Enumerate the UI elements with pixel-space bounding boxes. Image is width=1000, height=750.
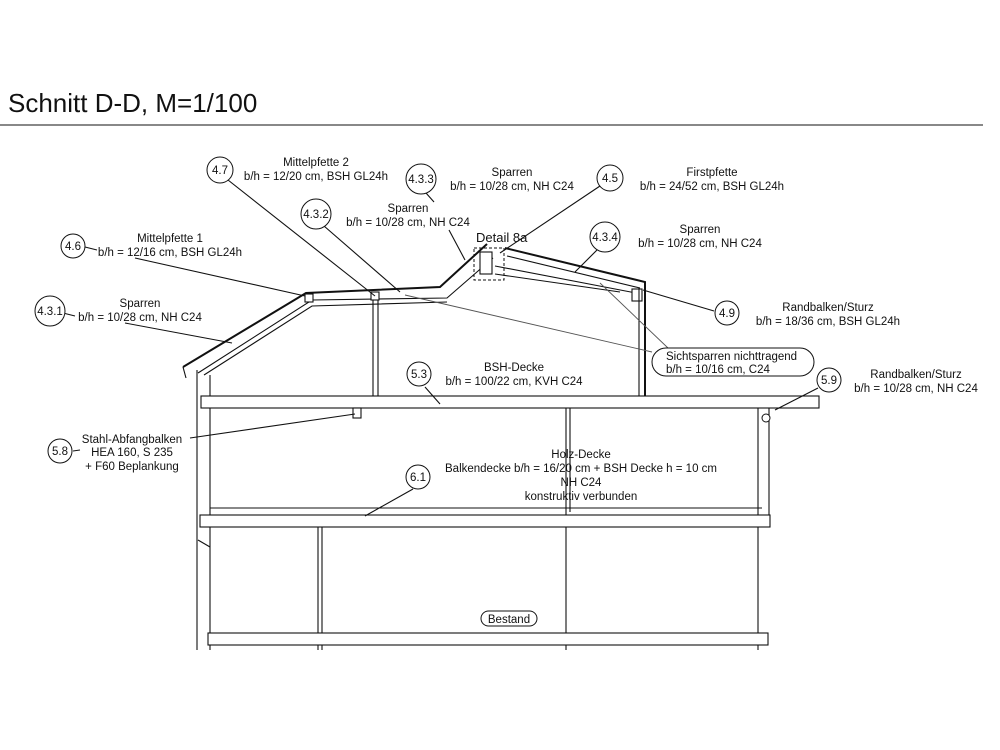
label-detail-8a: Detail 8a bbox=[476, 230, 528, 245]
label-sparren-432: Sparren b/h = 10/28 cm, NH C24 bbox=[346, 203, 470, 229]
svg-text:4.9: 4.9 bbox=[719, 308, 735, 320]
label-sparren-431: Sparren b/h = 10/28 cm, NH C24 bbox=[78, 298, 202, 324]
svg-text:Randbalken/Sturz: Randbalken/Sturz bbox=[782, 302, 874, 314]
drawing-title: Schnitt D-D, M=1/100 bbox=[8, 88, 257, 118]
svg-text:Firstpfette: Firstpfette bbox=[686, 167, 737, 179]
svg-text:b/h = 10/28 cm, NH C24: b/h = 10/28 cm, NH C24 bbox=[638, 238, 762, 250]
walls-and-floors bbox=[196, 288, 820, 650]
svg-text:5.3: 5.3 bbox=[411, 369, 427, 381]
label-firstpfette: Firstpfette b/h = 24/52 cm, BSH GL24h bbox=[640, 167, 784, 193]
label-bsh-decke: BSH-Decke b/h = 100/22 cm, KVH C24 bbox=[445, 362, 583, 388]
svg-text:4.3.2: 4.3.2 bbox=[303, 209, 329, 221]
callout-432: 4.3.2 bbox=[300, 198, 332, 230]
callout-59: 5.9 bbox=[816, 367, 842, 393]
roof-structure bbox=[182, 243, 646, 398]
svg-text:Randbalken/Sturz: Randbalken/Sturz bbox=[870, 369, 962, 381]
bsh-decke-slab bbox=[200, 395, 820, 409]
leader-lines bbox=[62, 179, 819, 517]
svg-text:4.5: 4.5 bbox=[602, 173, 618, 185]
svg-text:Mittelpfette 1: Mittelpfette 1 bbox=[137, 233, 203, 245]
svg-text:b/h = 24/52 cm, BSH GL24h: b/h = 24/52 cm, BSH GL24h bbox=[640, 181, 784, 193]
detail-8a-box bbox=[473, 247, 505, 281]
svg-text:b/h = 10/16 cm, C24: b/h = 10/16 cm, C24 bbox=[666, 364, 770, 376]
svg-text:Stahl-Abfangbalken: Stahl-Abfangbalken bbox=[82, 434, 182, 446]
svg-text:4.6: 4.6 bbox=[65, 241, 81, 253]
callout-431: 4.3.1 bbox=[34, 295, 66, 327]
svg-text:HEA 160, S 235: HEA 160, S 235 bbox=[91, 447, 173, 459]
callout-46: 4.6 bbox=[60, 233, 86, 259]
label-randbalken-49: Randbalken/Sturz b/h = 18/36 cm, BSH GL2… bbox=[756, 302, 900, 328]
svg-text:b/h = 18/36 cm, BSH GL24h: b/h = 18/36 cm, BSH GL24h bbox=[756, 316, 900, 328]
holz-decke-slab bbox=[199, 514, 771, 528]
svg-text:4.3.1: 4.3.1 bbox=[37, 306, 63, 318]
label-mittelpfette-1: Mittelpfette 1 b/h = 12/16 cm, BSH GL24h bbox=[98, 233, 242, 259]
steel-beam bbox=[352, 407, 362, 419]
svg-text:Holz-Decke: Holz-Decke bbox=[551, 449, 610, 461]
label-sparren-433: Sparren b/h = 10/28 cm, NH C24 bbox=[450, 167, 574, 193]
callout-433: 4.3.3 bbox=[405, 163, 437, 195]
svg-text:4.3.3: 4.3.3 bbox=[408, 174, 434, 186]
label-mittelpfette-2: Mittelpfette 2 b/h = 12/20 cm, BSH GL24h bbox=[244, 157, 388, 183]
svg-text:Mittelpfette 2: Mittelpfette 2 bbox=[283, 157, 349, 169]
svg-text:Bestand: Bestand bbox=[488, 614, 530, 626]
bottom-slab bbox=[207, 632, 769, 646]
svg-text:6.1: 6.1 bbox=[410, 472, 426, 484]
svg-text:BSH-Decke: BSH-Decke bbox=[484, 362, 544, 374]
svg-text:Sparren: Sparren bbox=[120, 298, 161, 310]
label-stahl-abfangbalken: Stahl-Abfangbalken HEA 160, S 235 + F60 … bbox=[82, 434, 182, 473]
svg-text:Sparren: Sparren bbox=[680, 224, 721, 236]
svg-text:b/h = 10/28 cm, NH C24: b/h = 10/28 cm, NH C24 bbox=[450, 181, 574, 193]
callout-47: 4.7 bbox=[206, 156, 234, 184]
svg-text:b/h = 10/28 cm, NH C24: b/h = 10/28 cm, NH C24 bbox=[346, 217, 470, 229]
svg-text:4.7: 4.7 bbox=[212, 165, 228, 177]
svg-text:b/h = 10/28 cm, NH C24: b/h = 10/28 cm, NH C24 bbox=[78, 312, 202, 324]
label-randbalken-59: Randbalken/Sturz b/h = 10/28 cm, NH C24 bbox=[854, 369, 978, 395]
svg-text:b/h = 12/16 cm, BSH GL24h: b/h = 12/16 cm, BSH GL24h bbox=[98, 247, 242, 259]
label-sparren-434: Sparren b/h = 10/28 cm, NH C24 bbox=[638, 224, 762, 250]
callout-49: 4.9 bbox=[714, 300, 740, 326]
svg-text:5.8: 5.8 bbox=[52, 446, 68, 458]
label-sichtsparren: Sichtsparren nichttragend b/h = 10/16 cm… bbox=[651, 347, 815, 377]
callout-53: 5.3 bbox=[406, 361, 432, 387]
callout-61: 6.1 bbox=[405, 464, 431, 490]
svg-text:Sparren: Sparren bbox=[492, 167, 533, 179]
svg-text:b/h = 12/20 cm, BSH GL24h: b/h = 12/20 cm, BSH GL24h bbox=[244, 171, 388, 183]
label-holz-decke: Holz-Decke Balkendecke b/h = 16/20 cm + … bbox=[445, 449, 717, 503]
label-bestand: Bestand bbox=[480, 610, 538, 627]
svg-text:Sparren: Sparren bbox=[388, 203, 429, 215]
svg-text:NH C24: NH C24 bbox=[561, 477, 603, 489]
svg-text:konstruktiv verbunden: konstruktiv verbunden bbox=[525, 491, 638, 503]
callout-45: 4.5 bbox=[596, 164, 624, 192]
callout-58: 5.8 bbox=[47, 438, 73, 464]
svg-text:5.9: 5.9 bbox=[821, 375, 837, 387]
svg-text:+ F60 Beplankung: + F60 Beplankung bbox=[85, 461, 179, 473]
svg-text:b/h = 100/22 cm, KVH C24: b/h = 100/22 cm, KVH C24 bbox=[445, 376, 583, 388]
svg-text:Balkendecke b/h = 16/20 cm + B: Balkendecke b/h = 16/20 cm + BSH Decke h… bbox=[445, 463, 717, 475]
svg-text:Sichtsparren nichttragend: Sichtsparren nichttragend bbox=[666, 351, 797, 363]
svg-text:4.3.4: 4.3.4 bbox=[592, 232, 618, 244]
callout-434: 4.3.4 bbox=[589, 221, 621, 253]
svg-text:b/h = 10/28 cm, NH C24: b/h = 10/28 cm, NH C24 bbox=[854, 383, 978, 395]
